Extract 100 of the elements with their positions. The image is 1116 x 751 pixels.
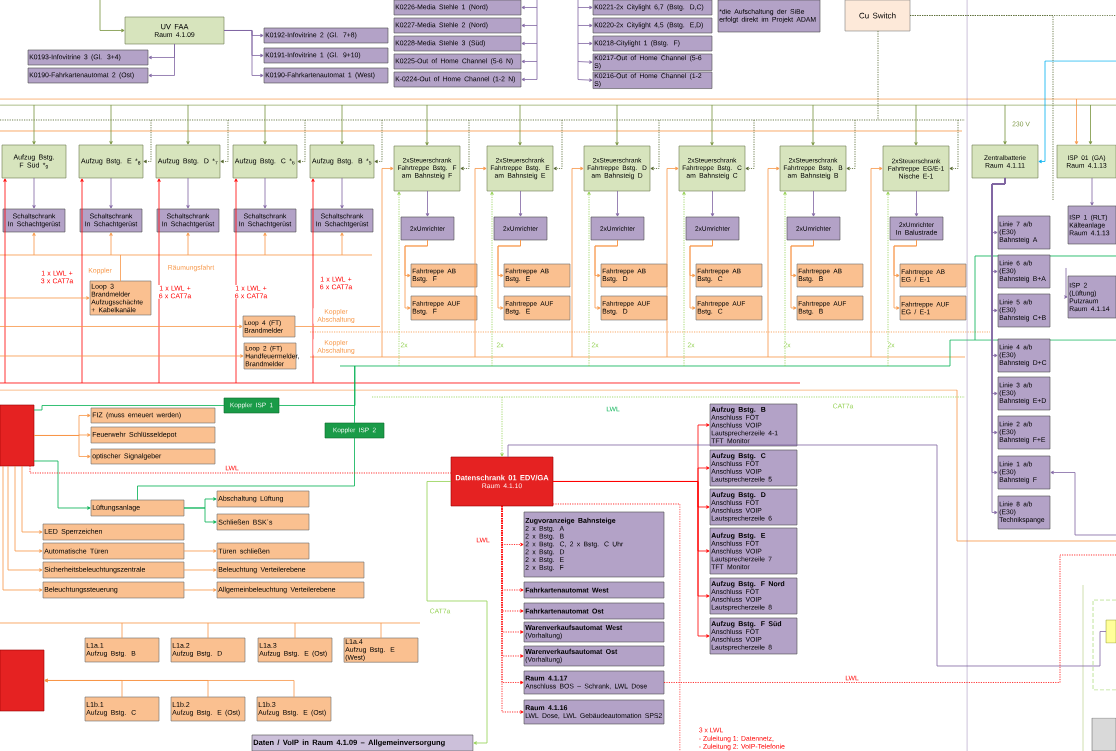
arrow (914, 104, 918, 146)
arrow (33, 435, 91, 459)
arrow (790, 239, 814, 310)
arrow (340, 104, 344, 145)
arrow (157, 178, 161, 384)
arrow (811, 190, 816, 217)
arrow (615, 190, 620, 217)
arrow (425, 190, 430, 217)
arrow (521, 41, 538, 46)
arrow (3, 178, 7, 384)
arrow (426, 481, 488, 745)
connector (33, 405, 225, 411)
arrow (80, 178, 84, 384)
arrow (745, 119, 755, 171)
arrow (99, 0, 125, 33)
arrow (263, 104, 267, 145)
arrow (148, 43, 175, 78)
arrow (186, 177, 190, 209)
arrow (893, 239, 917, 310)
arrow (594, 239, 618, 310)
arrow (143, 119, 152, 164)
connector (121, 622, 123, 639)
arrow (340, 232, 344, 256)
arrow (521, 5, 538, 10)
arrow (521, 23, 538, 28)
connector (294, 326, 381, 327)
connector (663, 554, 1116, 683)
arrow (374, 119, 383, 164)
arrow (553, 119, 563, 171)
arrow (311, 178, 315, 384)
arrow (109, 232, 113, 256)
arrow (577, 5, 593, 10)
connector (909, 15, 1054, 201)
arrow (0, 324, 243, 329)
arrow (552, 481, 710, 638)
arrow (183, 549, 217, 553)
arrow (14, 465, 43, 553)
arrow (577, 23, 593, 28)
connector (877, 30, 879, 121)
arrow (886, 191, 890, 367)
arrow (521, 59, 538, 64)
arrow (186, 104, 190, 145)
arrow (183, 507, 217, 524)
arrow (223, 30, 264, 78)
arrow (1038, 60, 1116, 164)
arrow (577, 60, 593, 64)
arrow (460, 119, 470, 171)
connector (552, 503, 681, 751)
arrow (682, 191, 686, 367)
arrow (297, 119, 306, 164)
connector (29, 465, 452, 474)
arrow (32, 104, 36, 145)
arrow (811, 104, 815, 146)
cabinet-box (1105, 619, 1116, 644)
arrow (0, 296, 90, 300)
arrow (397, 191, 401, 367)
arrow (500, 396, 504, 457)
arrow (220, 119, 229, 164)
arrow (109, 177, 113, 209)
arrow (521, 77, 538, 82)
arrow (33, 460, 91, 510)
arrow (0, 354, 244, 358)
arrow (577, 78, 593, 82)
arrow (1050, 470, 1116, 536)
arrow (2, 465, 43, 592)
arrow (666, 166, 679, 358)
arrow (767, 166, 780, 358)
cabinet-box (1091, 717, 1116, 751)
arrow (263, 177, 267, 209)
connector (278, 365, 356, 406)
arrow (1064, 267, 1068, 299)
arrow (571, 166, 584, 358)
connector (294, 622, 296, 639)
connector (207, 622, 209, 639)
connector (380, 622, 382, 639)
arrow (109, 104, 113, 145)
arrow (914, 190, 919, 217)
arrow (1090, 177, 1094, 206)
arrow (186, 232, 190, 256)
arrow (490, 191, 494, 367)
arrow (7, 465, 43, 572)
arrow (615, 104, 619, 146)
arrow (183, 588, 217, 592)
arrow (518, 104, 522, 146)
arrow (949, 119, 959, 171)
cabinet-box (0, 649, 45, 712)
arrow (1088, 104, 1093, 145)
arrow (497, 239, 521, 310)
arrow (846, 119, 856, 171)
arrow (425, 104, 429, 146)
connector (507, 444, 1107, 667)
arrow (32, 232, 36, 256)
arrow (44, 678, 295, 698)
arrow (1003, 104, 1007, 145)
arrow (870, 166, 883, 358)
arrow (650, 119, 660, 171)
arrow (587, 191, 591, 367)
arrow (404, 239, 428, 310)
arrow (21, 465, 43, 534)
arrow (32, 177, 36, 209)
